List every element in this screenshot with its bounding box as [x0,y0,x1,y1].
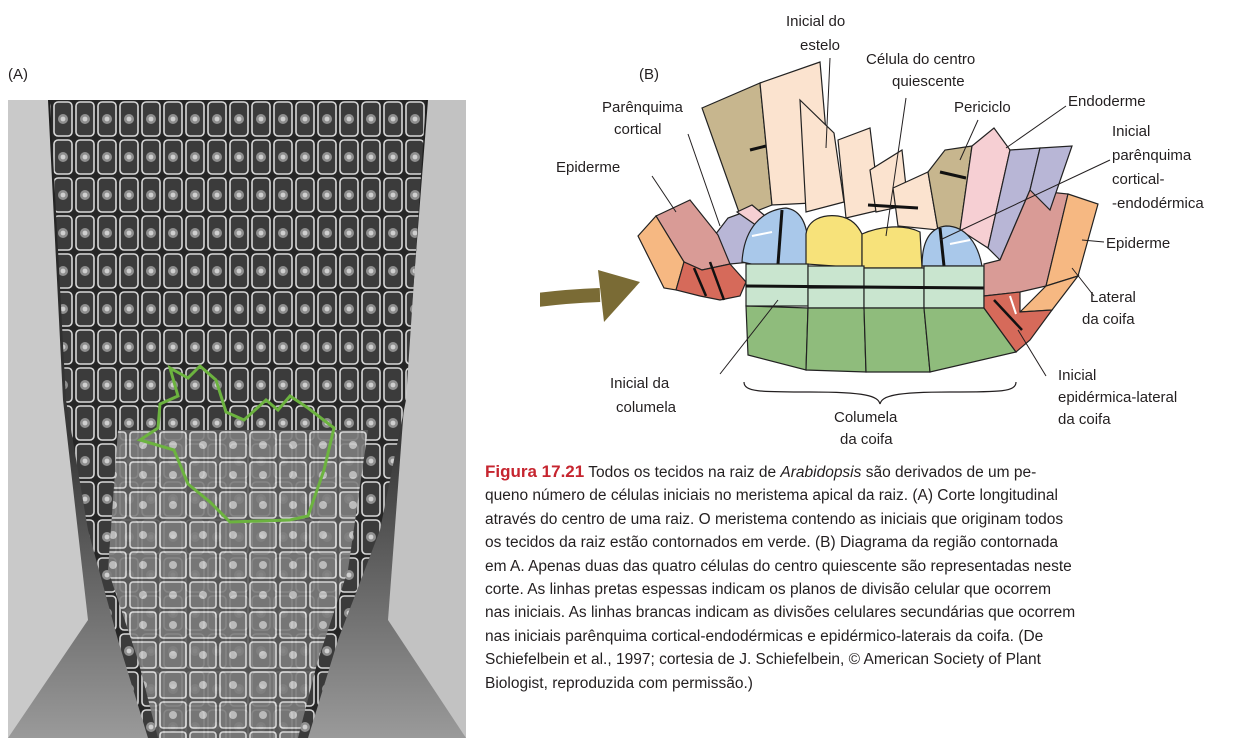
label-inicial-pce-2: parênquima [1112,147,1192,164]
columella-division-line [746,286,984,288]
label-columela-1: Columela [834,409,898,426]
quiescent-cell-right [862,227,922,268]
label-endoderme: Endoderme [1068,93,1146,110]
label-inicial-pce-1: Inicial [1112,123,1150,140]
panel-a-label: (A) [8,66,28,83]
caption-text-1: Todos os tecidos na raiz de [588,464,780,481]
root-micrograph [8,100,466,738]
label-celula-centro-2: quiescente [892,73,965,90]
label-epiderme-right: Epiderme [1106,235,1170,252]
caption-text-2: são derivados de um pe- queno número de … [485,464,1075,692]
label-parenquima-1: Parênquima [602,99,684,116]
columella-cell-3 [864,308,930,372]
label-inicial-estelo-1: Inicial do [786,13,845,30]
label-columela-2: da coifa [840,431,893,448]
label-inicial-epid-1: Inicial [1058,367,1096,384]
label-inicial-columela-1: Inicial da [610,375,670,392]
arrow-head [598,270,640,322]
label-epiderme-left: Epiderme [556,159,620,176]
connector-arrow [540,295,600,420]
caption-species: Arabidopsis [780,464,861,481]
label-parenquima-2: cortical [614,121,662,138]
columella-cell-2 [806,308,866,372]
figure-label: Figura 17.21 [485,462,584,481]
label-lateral-1: Lateral [1090,289,1136,306]
label-inicial-epid-3: da coifa [1058,411,1111,428]
label-inicial-columela-2: columela [616,399,677,416]
label-inicial-estelo-2: estelo [800,37,840,54]
columella-bracket [744,382,1016,404]
label-lateral-2: da coifa [1082,311,1135,328]
label-celula-centro-1: Célula do centro [866,51,975,68]
figure-caption: Figura 17.21 Todos os tecidos na raiz de… [485,460,1244,738]
columella-cell-1 [746,306,808,370]
label-inicial-pce-3: cortical- [1112,171,1165,188]
label-inicial-epid-2: epidérmica-lateral [1058,389,1177,406]
label-inicial-pce-4: -endodérmica [1112,195,1204,212]
label-periciclo: Periciclo [954,99,1011,116]
root-meristem-diagram: Inicial do estelo Célula do centro quies… [540,0,1244,460]
quiescent-cell-left [806,216,862,268]
